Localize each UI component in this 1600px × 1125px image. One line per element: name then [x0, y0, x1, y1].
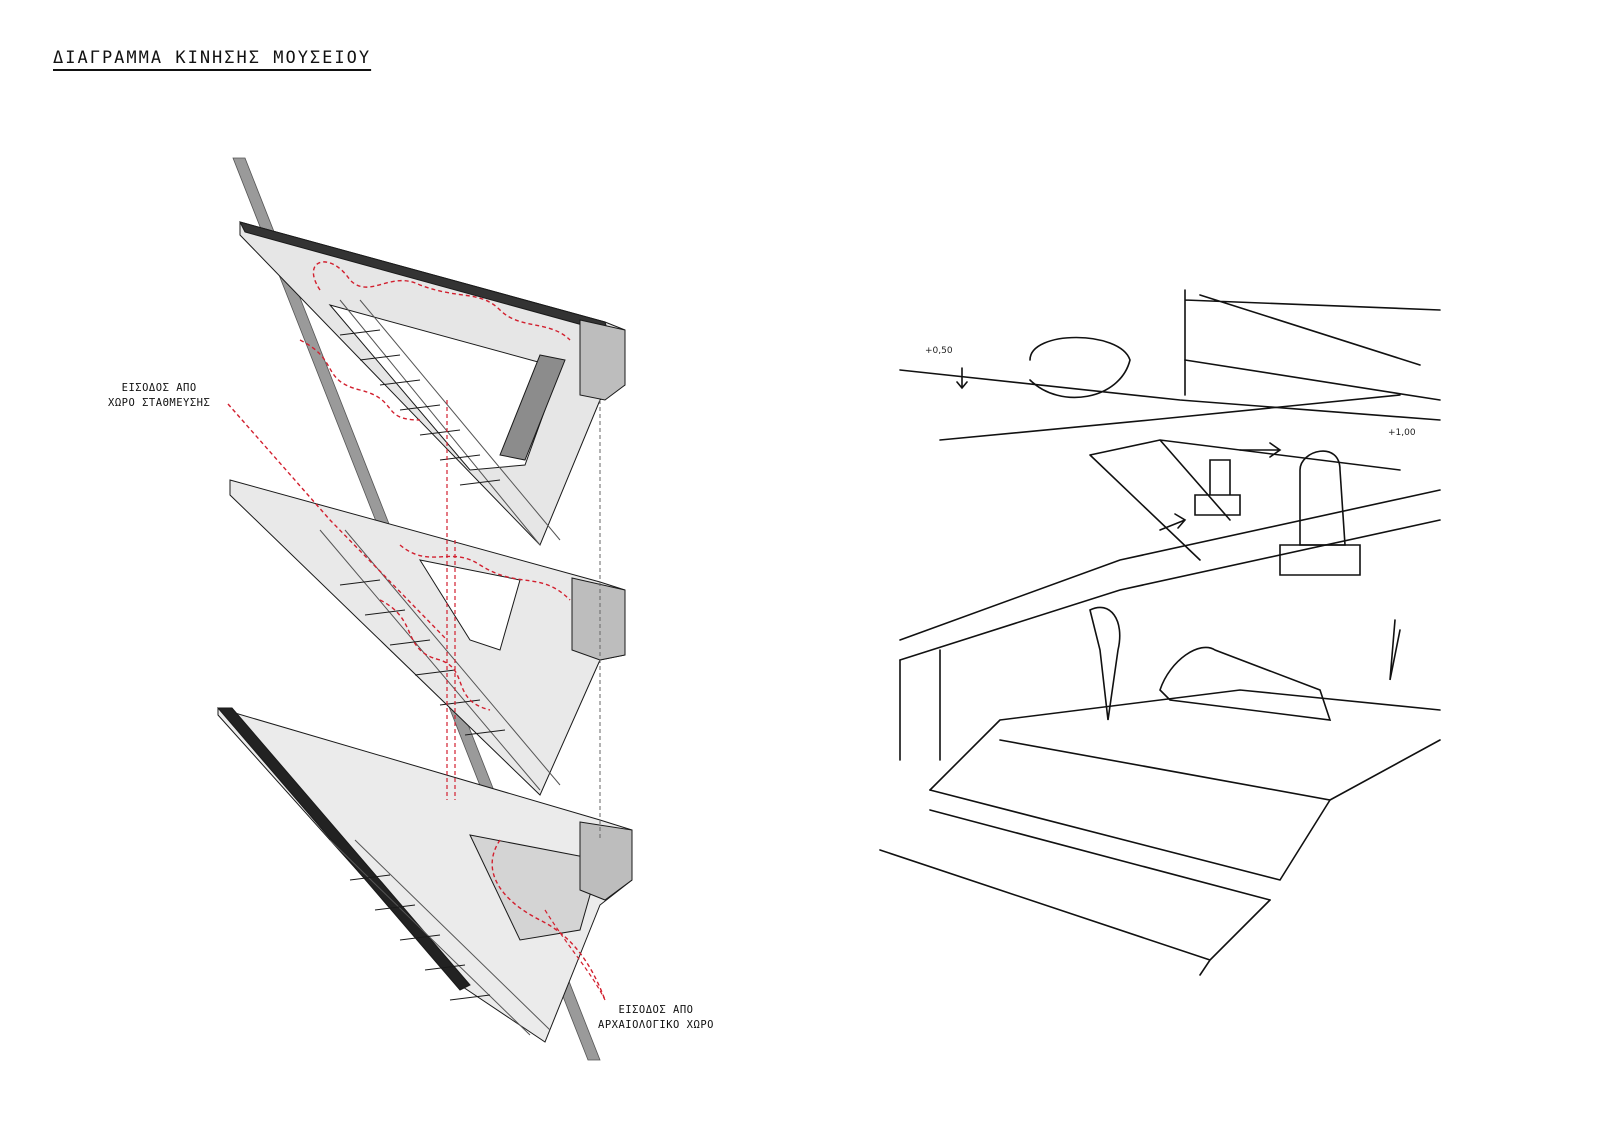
upper-inner-void: [328, 304, 561, 471]
sketch-shelf: [1184, 359, 1441, 401]
sketch-statue: [1089, 606, 1121, 721]
sketch-level-left: +0,50: [925, 346, 953, 356]
lower-stair-core: [579, 821, 633, 901]
sketch-arrow-down: [956, 367, 968, 390]
sketch-stele-base: [1279, 544, 1361, 576]
sketch-left-wall: [899, 649, 941, 761]
sketch-mid-wall-2: [899, 519, 1441, 661]
archaeological-entrance-line2: ΑΡΧΑΙΟΛΟΓΙΚΟ ΧΩΡΟ: [598, 1019, 714, 1031]
parking-entrance-path: [227, 403, 448, 641]
page-title: ΔΙΑΓΡΑΜΜΑ ΚΙΝΗΣΗΣ ΜΟΥΣΕΙΟΥ: [53, 48, 372, 68]
middle-stair-core: [571, 577, 626, 661]
lower-plaza: [469, 834, 601, 941]
sketch-vessel: [1029, 336, 1131, 399]
middle-inner-void: [418, 559, 521, 651]
parking-entrance-line1: ΕΙΣΟΔΟΣ ΑΠΟ: [121, 382, 197, 394]
upper-wall-block: [499, 354, 566, 461]
sketch-stele: [1299, 450, 1346, 546]
upper-level: [239, 221, 626, 546]
archaeological-entrance-path: [544, 909, 606, 1001]
upper-stair-core: [579, 319, 626, 401]
parking-entrance-label: ΕΙΣΟΔΟΣ ΑΠΟ ΧΩΡΟ ΣΤΑΘΜΕΥΣΗΣ: [108, 381, 210, 411]
lower-circulation-path: [491, 839, 606, 1001]
middle-circulation-path: [379, 544, 571, 711]
middle-level: [229, 479, 626, 796]
sketch-level-right: +1,00: [1388, 428, 1416, 438]
sketch-sunken-area: [1089, 439, 1401, 561]
archaeological-entrance-label: ΕΙΣΟΔΟΣ ΑΠΟ ΑΡΧΑΙΟΛΟΓΙΚΟ ΧΩΡΟ: [598, 1003, 714, 1033]
sketch-front-step: [879, 849, 1271, 976]
sketch-arrow-1: [1239, 442, 1282, 458]
sketch-step: [929, 789, 1331, 901]
sketch-floor-line: [939, 394, 1401, 441]
parking-entrance-line2: ΧΩΡΟ ΣΤΑΘΜΕΥΣΗΣ: [108, 397, 211, 409]
lower-level: [216, 707, 633, 1043]
sketch-sarcophagus: [1159, 646, 1332, 721]
archaeological-entrance-line1: ΕΙΣΟΔΟΣ ΑΠΟ: [618, 1004, 694, 1016]
sketch-figure: [1389, 619, 1401, 681]
sketch-platform: [929, 689, 1441, 801]
upper-circulation-path: [299, 261, 571, 421]
sketch-arrow-2: [1159, 513, 1187, 531]
sketch-back-wall: [1184, 289, 1441, 396]
sketch-mid-wall: [899, 489, 1441, 641]
sketch-upper-floor-edge: [899, 369, 1441, 421]
sketch-pedestal: [1194, 459, 1241, 516]
lower-floor-slab: [217, 707, 633, 1043]
lower-dark-edge: [216, 707, 471, 991]
